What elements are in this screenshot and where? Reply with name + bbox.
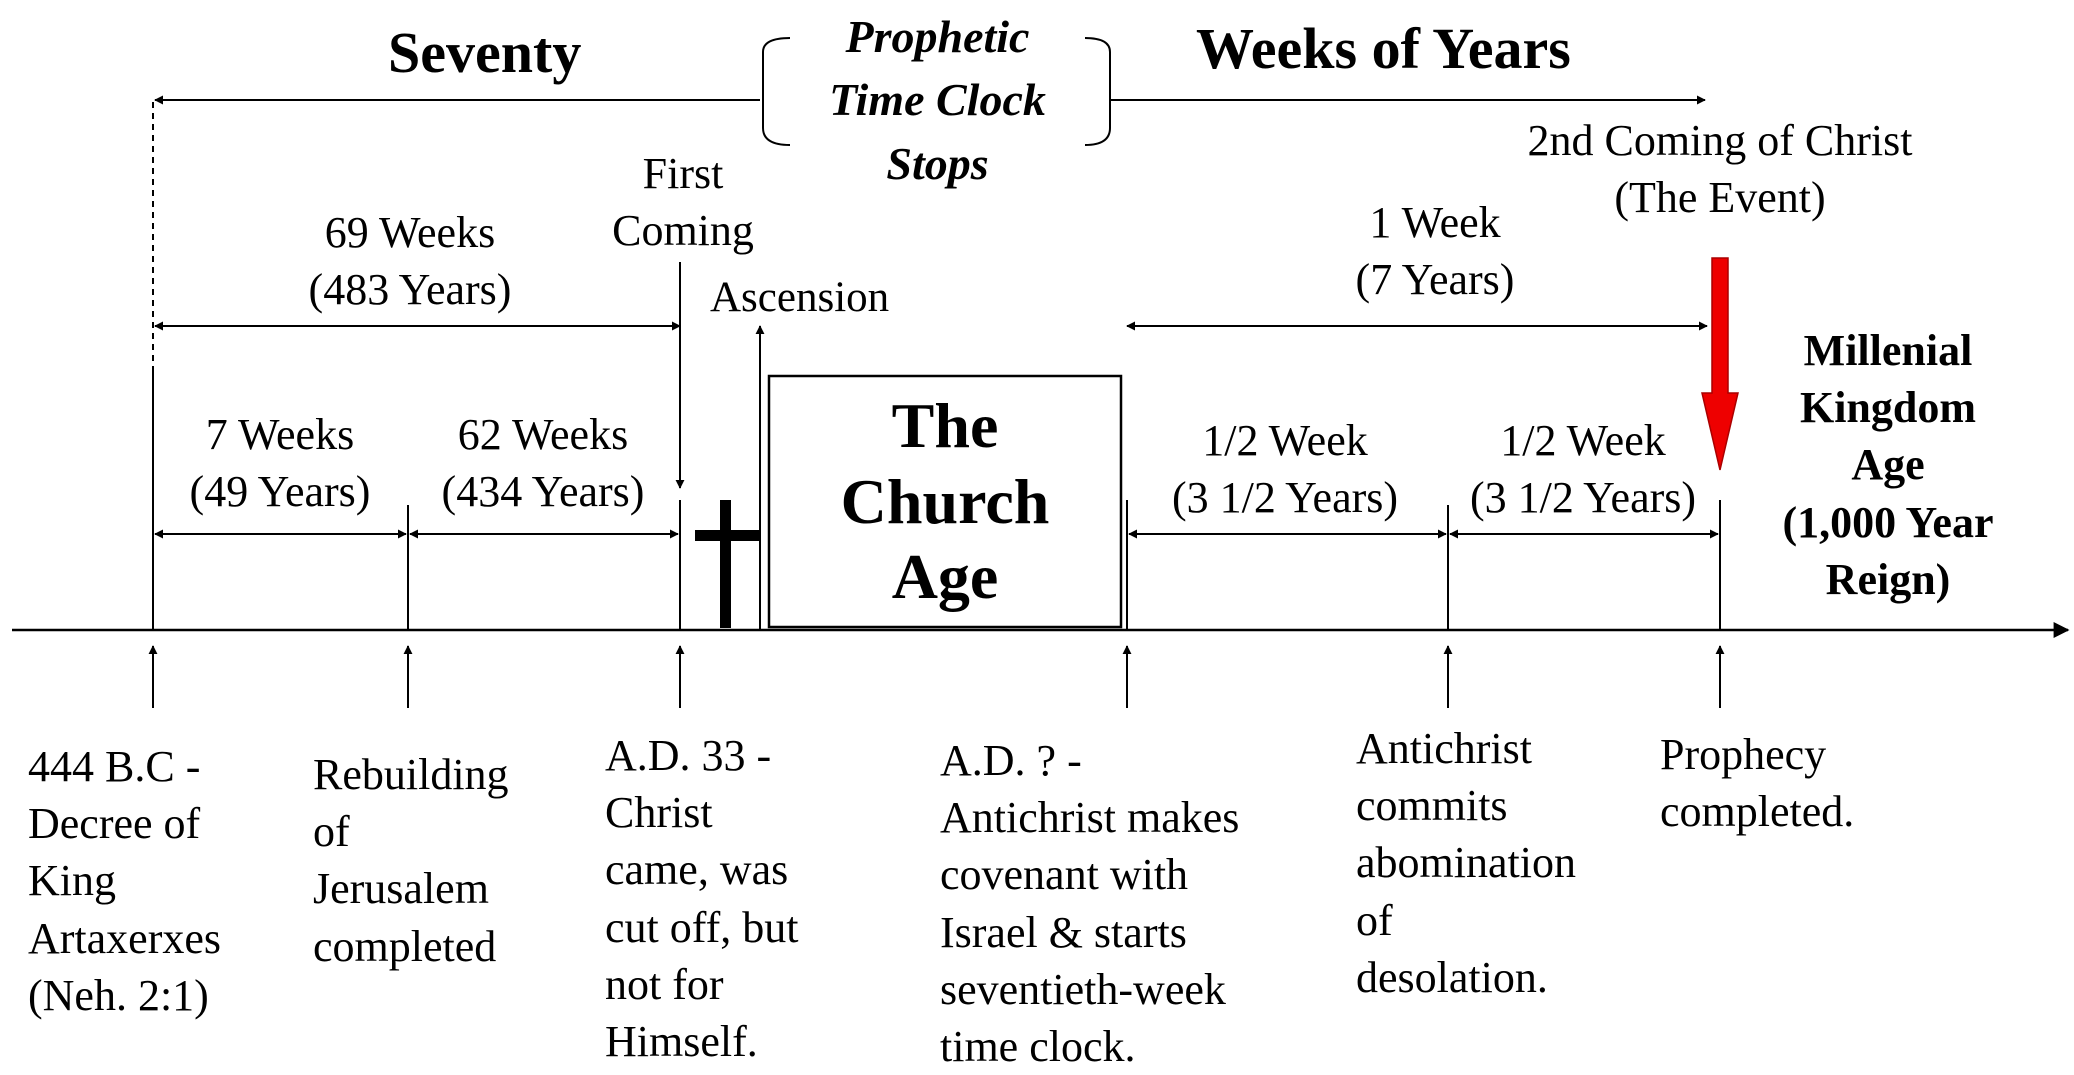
seventy-heading: Seventy xyxy=(388,20,582,85)
cross-icon-vertical xyxy=(720,500,731,628)
cross-icon-horizontal xyxy=(695,530,761,541)
second-coming-label: 2nd Coming of Christ (The Event) xyxy=(1500,112,1940,226)
second-coming-arrow-icon xyxy=(1701,257,1739,471)
seven-weeks-label: 7 Weeks (49 Years) xyxy=(150,406,410,520)
seven-weeks-line-2: (49 Years) xyxy=(189,467,371,517)
seven-weeks-line-1: 7 Weeks xyxy=(205,410,355,459)
sixty-nine-weeks-line-2: (483 Years) xyxy=(308,265,512,315)
one-week-line-2: (7 Years) xyxy=(1355,255,1515,305)
half-week-1-label: 1/2 Week (3 1/2 Years) xyxy=(1140,412,1430,526)
event-444bc-decree: 444 B.C - Decree of King Artaxerxes (Neh… xyxy=(28,742,222,1020)
sixty-nine-weeks-label: 69 Weeks (483 Years) xyxy=(270,204,550,318)
church-age-line-3: Age xyxy=(891,541,999,613)
ptc-line-2: Time Clock xyxy=(829,74,1046,126)
one-week-line-1: 1 Week xyxy=(1369,198,1501,247)
prophetic-time-clock-stops: Prophetic Time Clock Stops xyxy=(790,5,1085,195)
half-week-1-line-2: (3 1/2 Years) xyxy=(1171,473,1399,523)
half-week-2-line-1: 1/2 Week xyxy=(1500,416,1666,465)
millennial-kingdom-label: Millenial Kingdom Age (1,000 Year Reign) xyxy=(1740,322,2036,608)
sixty-two-weeks-label: 62 Weeks (434 Years) xyxy=(412,406,674,520)
church-age-line-1: The xyxy=(891,390,999,461)
event-rebuilding-jerusalem: Rebuilding of Jerusalem completed xyxy=(313,750,509,971)
ptc-line-3: Stops xyxy=(886,137,989,189)
sixty-nine-weeks-line-1: 69 Weeks xyxy=(324,208,496,257)
millennial-line-4: (1,000 Year xyxy=(1782,497,1994,547)
left-brace xyxy=(762,37,791,146)
event-prophecy-completed: Prophecy completed. xyxy=(1660,730,1855,837)
half-week-1-line-1: 1/2 Week xyxy=(1202,416,1368,465)
second-coming-line-1: 2nd Coming of Christ xyxy=(1527,116,1913,165)
church-age-box xyxy=(767,374,1123,629)
first-coming-label: First Coming xyxy=(583,145,783,259)
event-ad33-christ: A.D. 33 - Christ came, was cut off, but … xyxy=(605,731,799,1066)
second-coming-line-2: (The Event) xyxy=(1614,173,1826,223)
first-coming-line-1: First xyxy=(642,149,724,198)
millennial-line-1: Millenial xyxy=(1803,326,1973,375)
event-abomination-desolation: Antichrist commits abomination of desola… xyxy=(1356,724,1576,1002)
event-antichrist-covenant: A.D. ? - Antichrist makes covenant with … xyxy=(940,736,1240,1071)
millennial-line-2: Kingdom xyxy=(1799,383,1977,433)
ptc-line-1: Prophetic xyxy=(845,11,1030,62)
right-brace xyxy=(1084,37,1111,146)
ascension-label: Ascension xyxy=(710,274,890,321)
church-age-line-2: Church xyxy=(840,465,1050,537)
first-coming-line-2: Coming xyxy=(612,206,754,256)
sixty-two-weeks-line-2: (434 Years) xyxy=(441,467,645,517)
weeks-of-years-heading: Weeks of Years xyxy=(1196,16,1571,81)
millennial-line-3: Age xyxy=(1851,440,1925,490)
church-age-label: The Church Age xyxy=(769,388,1121,615)
half-week-2-label: 1/2 Week (3 1/2 Years) xyxy=(1443,412,1723,526)
sixty-two-weeks-line-1: 62 Weeks xyxy=(457,410,629,459)
one-week-label: 1 Week (7 Years) xyxy=(1295,194,1575,308)
half-week-2-line-2: (3 1/2 Years) xyxy=(1469,473,1697,523)
millennial-line-5: Reign) xyxy=(1825,554,1951,604)
